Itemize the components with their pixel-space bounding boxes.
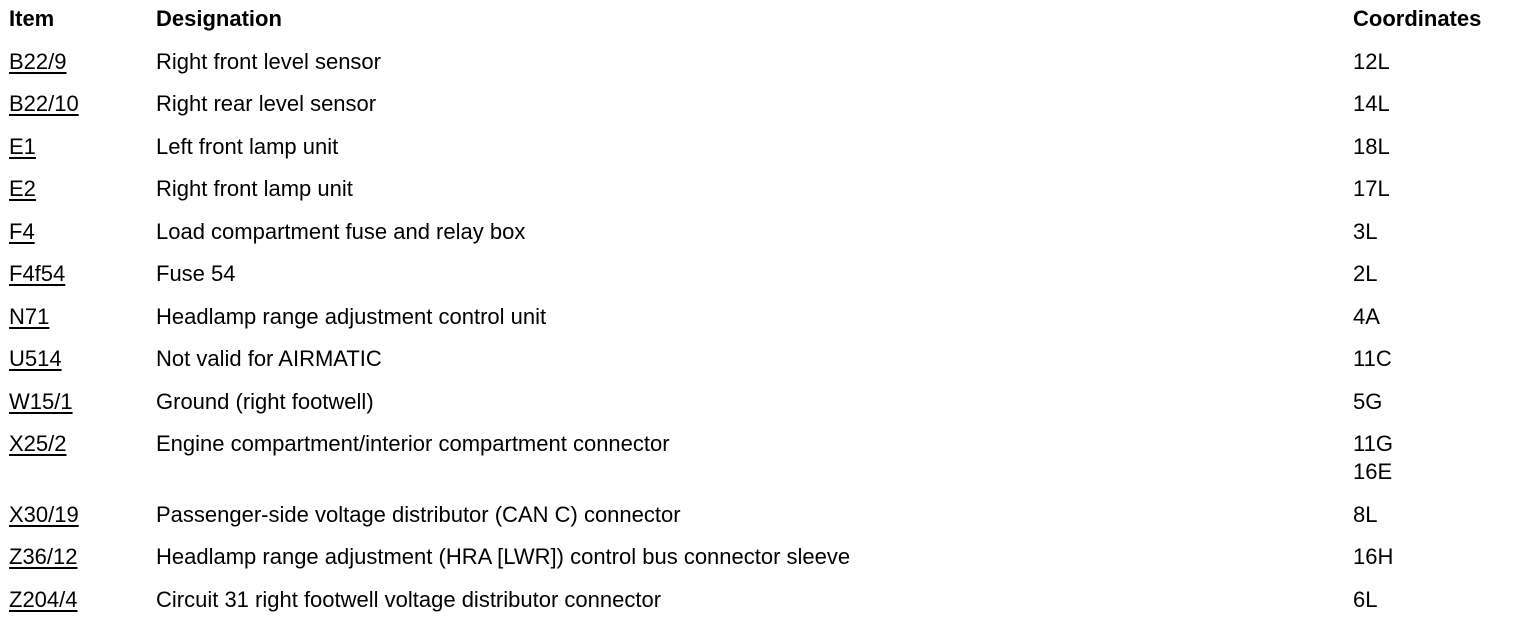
coordinate-value: 11G: [1353, 431, 1393, 456]
item-link[interactable]: E1: [9, 134, 36, 159]
coordinates-cell: 5G: [1353, 388, 1382, 416]
item-link[interactable]: X25/2: [9, 431, 67, 456]
designation-text: Engine compartment/interior compartment …: [156, 431, 670, 456]
coordinate-value: 17L: [1353, 176, 1390, 201]
item-link[interactable]: E2: [9, 176, 36, 201]
coordinates-cell: 17L: [1353, 175, 1390, 203]
coordinates-cell: 6L: [1353, 586, 1377, 614]
item-link[interactable]: F4: [9, 219, 35, 244]
coordinates-cell: 18L: [1353, 133, 1390, 161]
coordinates-cell: 11C: [1353, 345, 1392, 373]
coordinate-value: 3L: [1353, 219, 1378, 244]
coordinates-cell: 8L: [1353, 501, 1377, 529]
designation-text: Circuit 31 right footwell voltage distri…: [156, 587, 662, 612]
designation-text: Ground (right footwell): [156, 389, 374, 414]
item-link[interactable]: B22/9: [9, 49, 67, 74]
item-link[interactable]: Z204/4: [9, 587, 78, 612]
coordinates-cell: 3L: [1353, 218, 1377, 246]
coordinate-value: 12L: [1353, 49, 1390, 74]
designation-text: Headlamp range adjustment (HRA [LWR]) co…: [156, 544, 851, 569]
designation-text: Headlamp range adjustment control unit: [156, 304, 547, 329]
coordinate-value: 2L: [1353, 261, 1378, 286]
coordinates-cell: 2L: [1353, 260, 1377, 288]
coordinates-cell: 4A: [1353, 303, 1380, 331]
coordinates-cell: 12L: [1353, 48, 1390, 76]
coordinate-value: 18L: [1353, 134, 1390, 159]
designation-text: Load compartment fuse and relay box: [156, 219, 526, 244]
coordinate-value: 4A: [1353, 304, 1380, 329]
designation-text: Right front level sensor: [156, 49, 381, 74]
coordinate-value: 16E: [1353, 459, 1393, 484]
designation-text: Right rear level sensor: [156, 91, 377, 116]
item-link[interactable]: W15/1: [9, 389, 73, 414]
item-link[interactable]: N71: [9, 304, 50, 329]
item-link[interactable]: U514: [9, 346, 62, 371]
designation-text: Not valid for AIRMATIC: [156, 346, 382, 371]
coordinate-value: 6L: [1353, 587, 1378, 612]
header-coordinates: Coordinates: [1353, 6, 1482, 31]
designation-text: Left front lamp unit: [156, 134, 339, 159]
coordinate-value: 16H: [1353, 544, 1394, 569]
item-link[interactable]: Z36/12: [9, 544, 78, 569]
header-item: Item: [9, 6, 55, 31]
designation-text: Fuse 54: [156, 261, 236, 286]
item-link[interactable]: X30/19: [9, 502, 79, 527]
coordinate-value: 14L: [1353, 91, 1390, 116]
coordinates-cell: 16H: [1353, 543, 1393, 571]
coordinate-value: 8L: [1353, 502, 1378, 527]
designation-text: Right front lamp unit: [156, 176, 353, 201]
coordinate-value: 11C: [1353, 346, 1392, 371]
table-header: Item Designation Coordinates: [0, 6, 1520, 36]
coordinate-value: 5G: [1353, 389, 1383, 414]
item-link[interactable]: F4f54: [9, 261, 66, 286]
coordinates-cell: 14L: [1353, 90, 1390, 118]
designation-text: Passenger-side voltage distributor (CAN …: [156, 502, 681, 527]
item-link[interactable]: B22/10: [9, 91, 79, 116]
header-designation: Designation: [156, 6, 282, 31]
